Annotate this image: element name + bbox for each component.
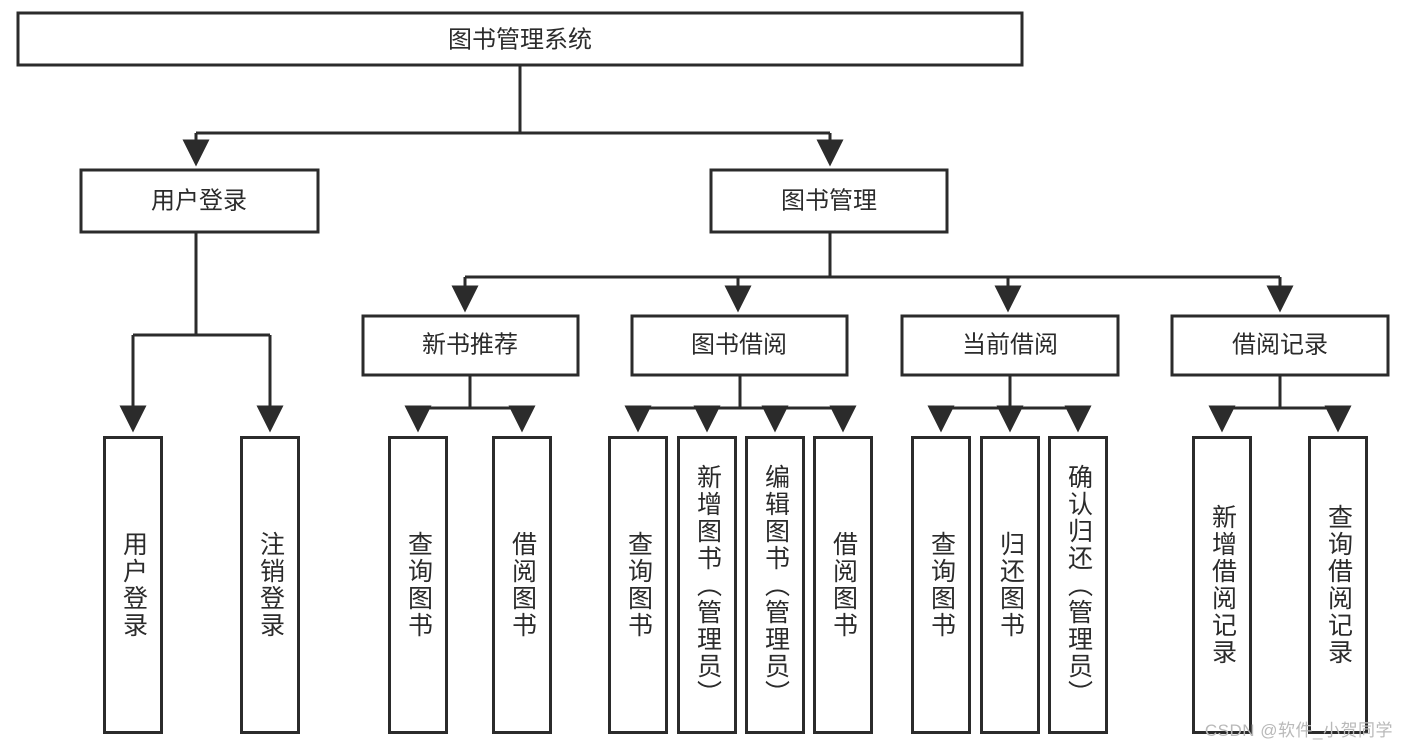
leaf-book-borrow-4[interactable]: 借阅图书 bbox=[813, 436, 873, 734]
leaf-current-borrow-2[interactable]: 归还图书 bbox=[980, 436, 1040, 734]
leaf-book-borrow-3-label: 编辑图书（管理员） bbox=[761, 463, 790, 707]
leaf-book-borrow-2-label: 新增图书（管理员） bbox=[693, 463, 722, 707]
node-book-management-label: 图书管理 bbox=[781, 187, 877, 214]
leaf-user-login-2[interactable]: 注销登录 bbox=[240, 436, 300, 734]
leaf-user-login-1[interactable]: 用户登录 bbox=[103, 436, 163, 734]
leaf-borrow-record-1[interactable]: 新增借阅记录 bbox=[1192, 436, 1252, 734]
leaf-book-borrow-1-label: 查询图书 bbox=[624, 531, 653, 639]
node-book-borrow-box[interactable] bbox=[630, 314, 849, 377]
node-book-borrow[interactable]: 图书借阅 bbox=[630, 314, 849, 377]
leaf-book-borrow-1[interactable]: 查询图书 bbox=[608, 436, 668, 734]
leaf-current-borrow-3-label: 确认归还（管理员） bbox=[1064, 463, 1093, 707]
node-borrow-record-label: 借阅记录 bbox=[1232, 331, 1328, 358]
node-root-box[interactable] bbox=[16, 11, 1024, 67]
node-book-management-box[interactable] bbox=[709, 168, 949, 234]
node-borrow-record[interactable]: 借阅记录 bbox=[1170, 314, 1390, 377]
leaf-new-book-recommend-1[interactable]: 查询图书 bbox=[388, 436, 448, 734]
leaf-new-book-recommend-1-label: 查询图书 bbox=[404, 531, 433, 639]
leaf-borrow-record-2-label: 查询借阅记录 bbox=[1324, 504, 1353, 666]
leaf-new-book-recommend-2[interactable]: 借阅图书 bbox=[492, 436, 552, 734]
node-root-label: 图书管理系统 bbox=[448, 26, 592, 53]
node-borrow-record-box[interactable] bbox=[1170, 314, 1390, 377]
leaf-borrow-record-2[interactable]: 查询借阅记录 bbox=[1308, 436, 1368, 734]
node-root[interactable]: 图书管理系统 bbox=[16, 11, 1024, 67]
leaf-user-login-2-label: 注销登录 bbox=[256, 531, 285, 639]
leaf-book-borrow-4-label: 借阅图书 bbox=[829, 531, 858, 639]
leaf-new-book-recommend-2-label: 借阅图书 bbox=[508, 531, 537, 639]
node-current-borrow-label: 当前借阅 bbox=[962, 331, 1058, 358]
node-user-login[interactable]: 用户登录 bbox=[79, 168, 320, 234]
leaf-current-borrow-1[interactable]: 查询图书 bbox=[911, 436, 971, 734]
node-new-book-recommend[interactable]: 新书推荐 bbox=[361, 314, 580, 377]
node-book-borrow-label: 图书借阅 bbox=[691, 331, 787, 358]
leaf-book-borrow-2[interactable]: 新增图书（管理员） bbox=[677, 436, 737, 734]
csdn-watermark: CSDN @软件_小贺同学 bbox=[1204, 721, 1393, 740]
node-user-login-label: 用户登录 bbox=[151, 187, 247, 214]
node-book-management[interactable]: 图书管理 bbox=[709, 168, 949, 234]
leaf-current-borrow-3[interactable]: 确认归还（管理员） bbox=[1048, 436, 1108, 734]
node-user-login-box[interactable] bbox=[79, 168, 320, 234]
leaf-book-borrow-3[interactable]: 编辑图书（管理员） bbox=[745, 436, 805, 734]
connector-group bbox=[119, 65, 1352, 433]
node-current-borrow-box[interactable] bbox=[900, 314, 1120, 377]
node-current-borrow[interactable]: 当前借阅 bbox=[900, 314, 1120, 377]
node-new-book-recommend-box[interactable] bbox=[361, 314, 580, 377]
leaf-current-borrow-2-label: 归还图书 bbox=[996, 531, 1025, 639]
leaf-borrow-record-1-label: 新增借阅记录 bbox=[1208, 504, 1237, 666]
node-new-book-recommend-label: 新书推荐 bbox=[422, 331, 518, 358]
leaf-current-borrow-1-label: 查询图书 bbox=[927, 531, 956, 639]
leaf-user-login-1-label: 用户登录 bbox=[119, 531, 148, 639]
